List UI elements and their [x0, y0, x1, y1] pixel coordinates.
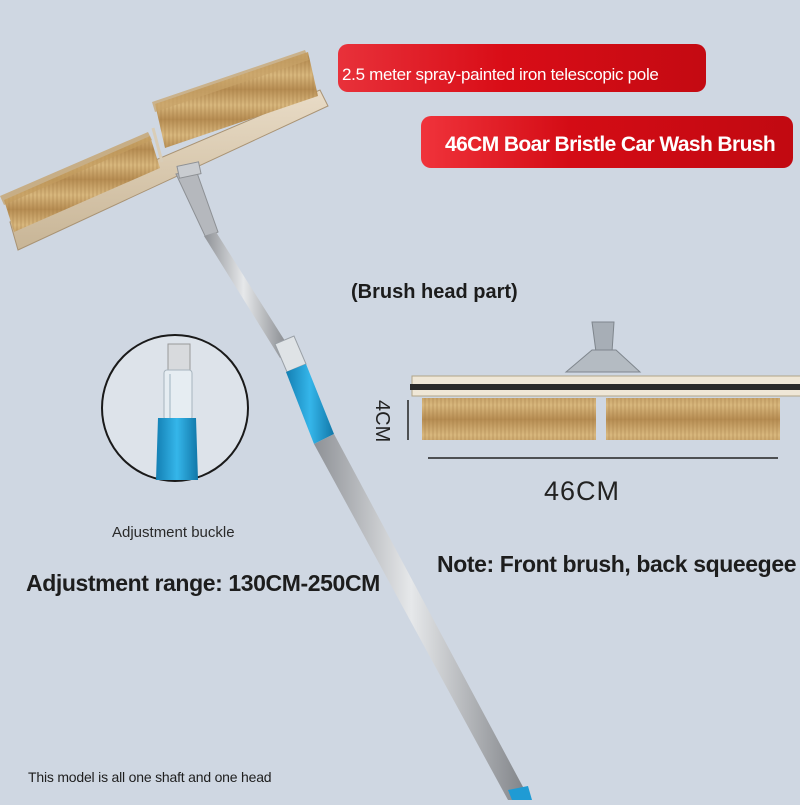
adjustment-buckle-label: Adjustment buckle	[112, 524, 235, 541]
model-note-label: This model is all one shaft and one head	[28, 769, 272, 785]
width-label: 46CM	[544, 476, 621, 506]
telescopic-pole	[204, 232, 532, 800]
height-label: 4CM	[371, 400, 393, 443]
note-label: Note: Front brush, back squeegee	[437, 551, 797, 577]
brush-head-detail	[410, 321, 800, 440]
brush-head-label: (Brush head part)	[351, 281, 518, 303]
brush-banner: 46CM Boar Bristle Car Wash Brush	[421, 116, 793, 168]
brush-head-main	[0, 50, 329, 251]
brush-neck	[175, 161, 219, 239]
adjustment-buckle-detail	[101, 334, 249, 482]
pole-banner: 2.5 meter spray-painted iron telescopic …	[338, 44, 706, 92]
adjustment-range-label: Adjustment range: 130CM-250CM	[26, 570, 380, 596]
